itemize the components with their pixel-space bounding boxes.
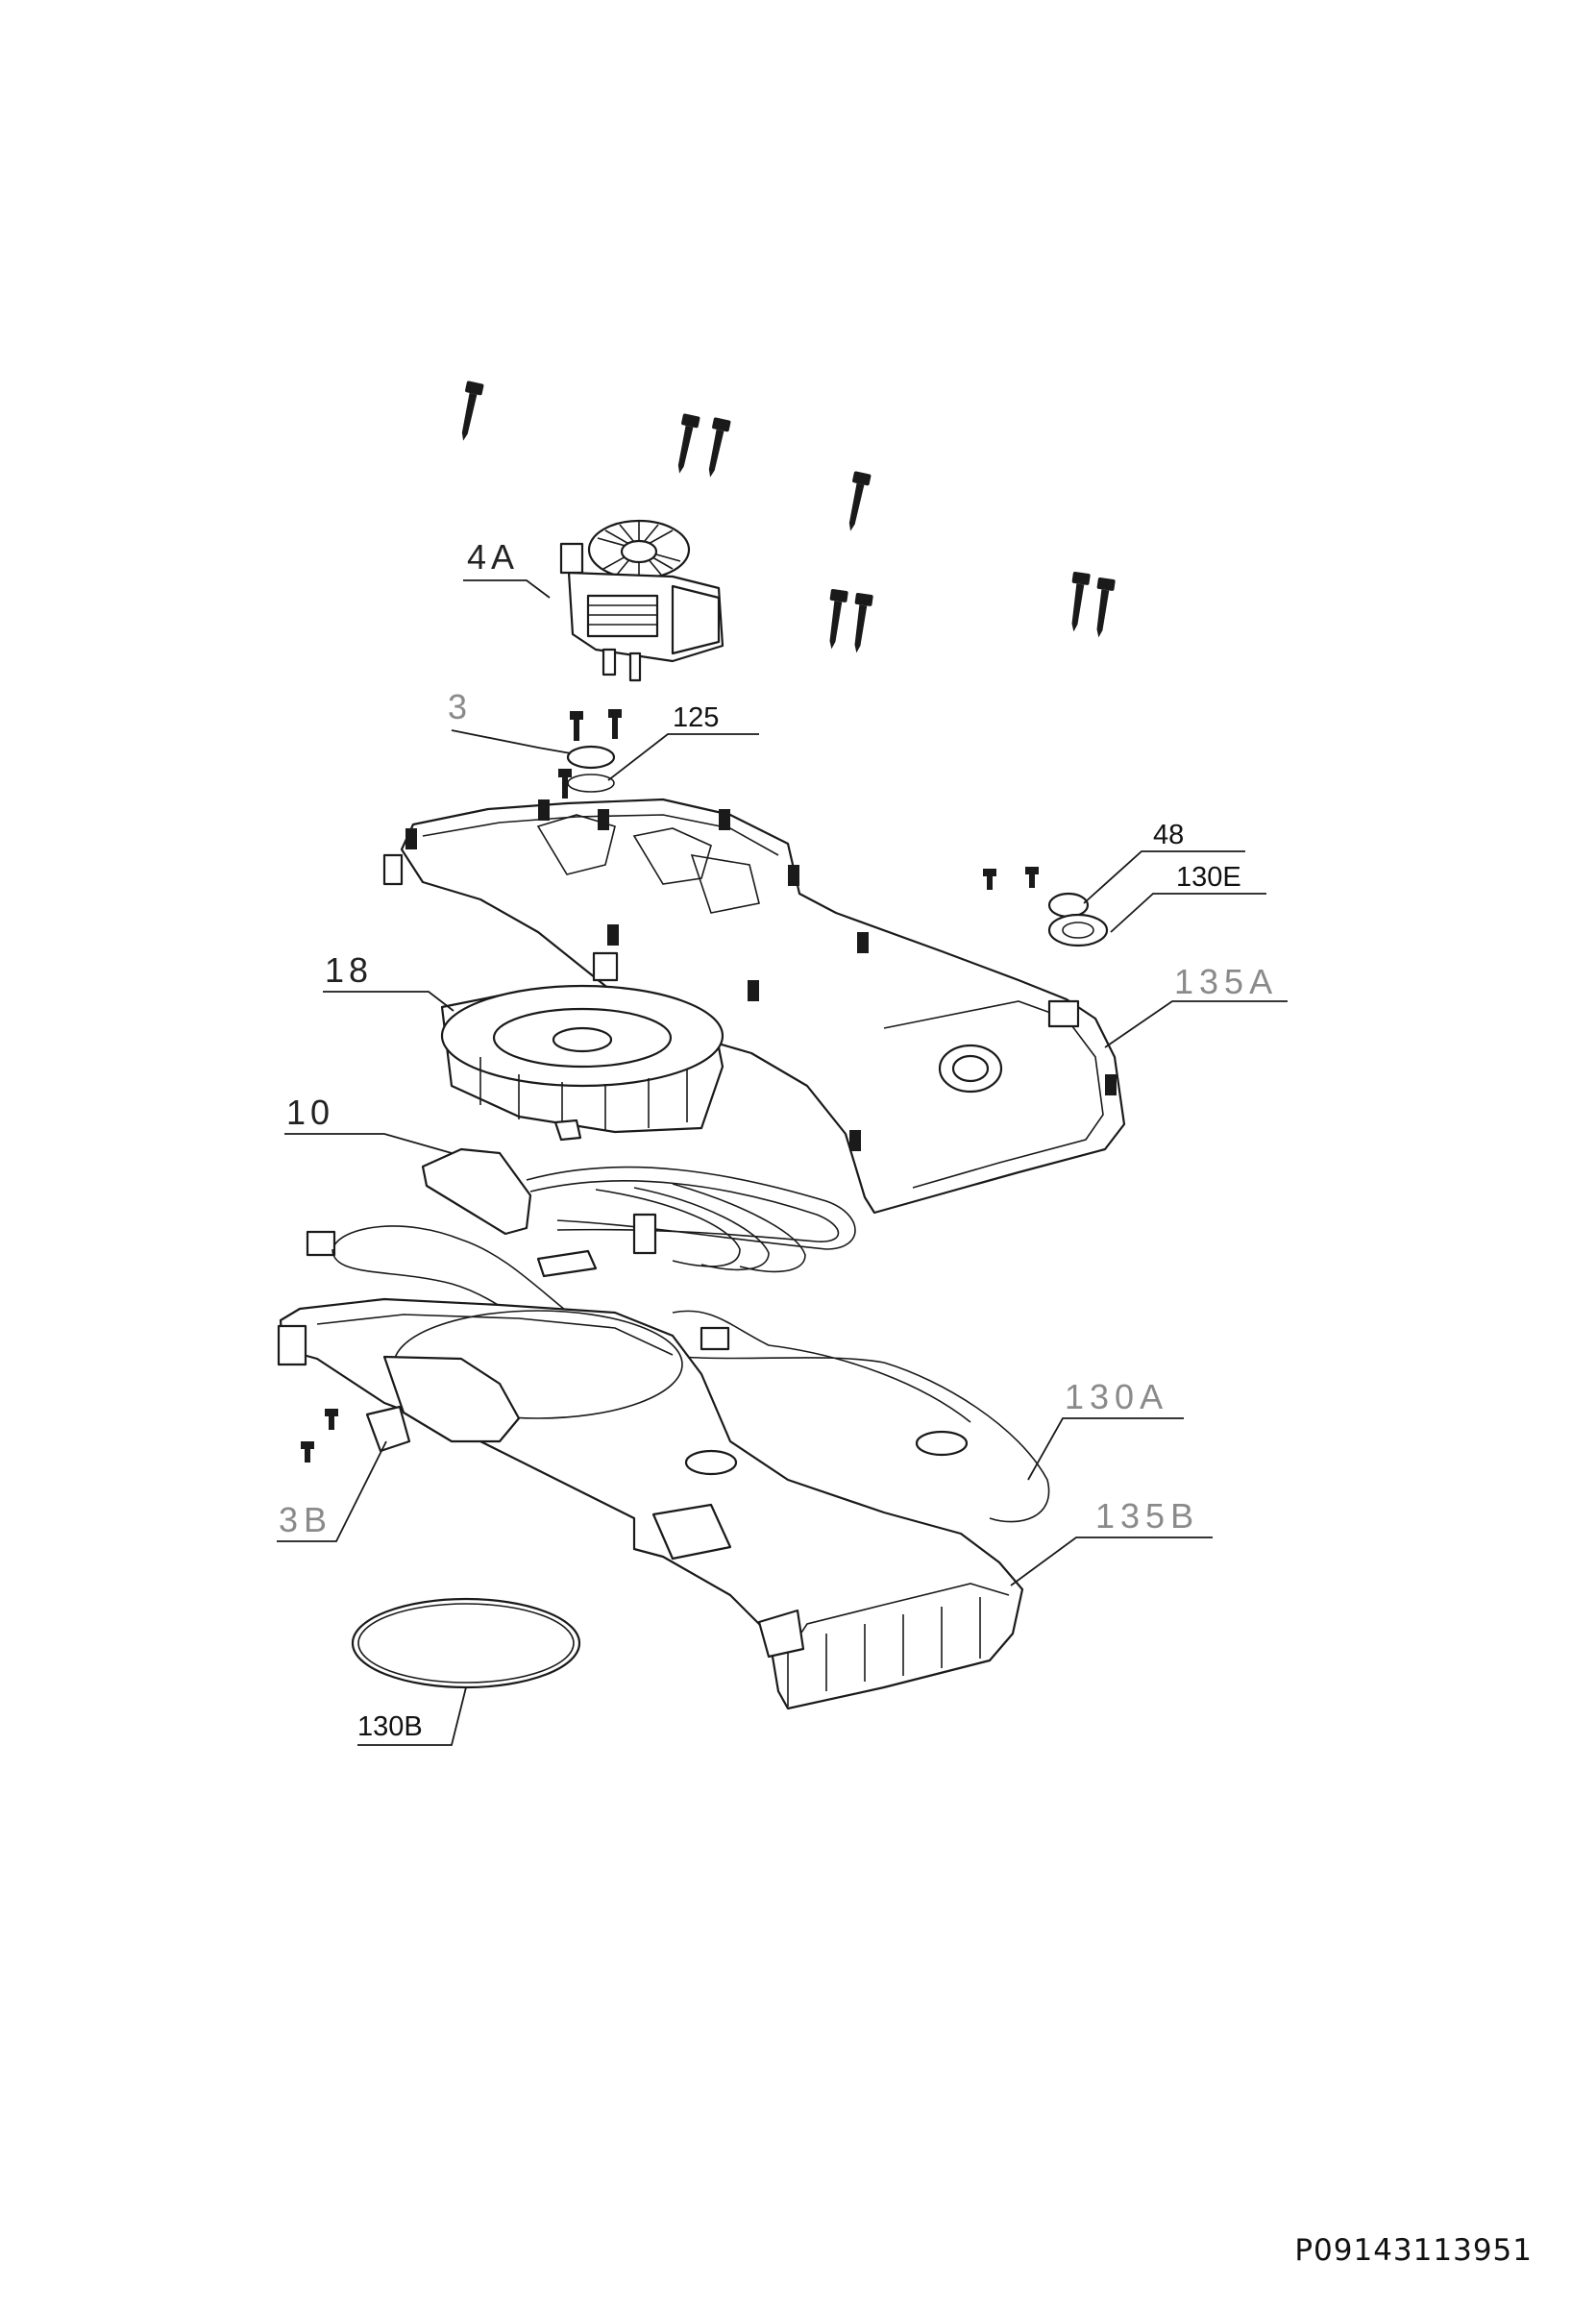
callout-130a: 130A	[1065, 1377, 1168, 1416]
lower-housing-135b	[277, 1297, 1024, 1710]
callout-3: 3	[448, 687, 473, 726]
callout-10: 10	[286, 1093, 334, 1132]
callout-labels: 4A 3 125 48 130E 135A 18 10 130A 135B 3B…	[279, 537, 1278, 1742]
part-3-and-125	[558, 709, 622, 799]
callout-130e: 130E	[1176, 862, 1241, 893]
leader-lines	[277, 579, 1288, 1746]
screw-group-top	[461, 381, 1116, 653]
callout-130b: 130B	[357, 1711, 423, 1742]
callout-135a: 135A	[1174, 962, 1278, 1001]
callout-3b: 3B	[279, 1500, 332, 1539]
callout-48: 48	[1153, 820, 1184, 850]
ring-gasket-130b	[351, 1597, 581, 1689]
connector-3b	[301, 1405, 411, 1463]
callout-18: 18	[325, 950, 373, 990]
motor-4a	[559, 519, 724, 682]
callout-125: 125	[673, 702, 719, 733]
callout-4a: 4A	[467, 537, 519, 577]
heater-element-10	[306, 1147, 856, 1351]
part-48-130e	[983, 867, 1109, 947]
fan-impeller-18	[440, 984, 724, 1142]
callout-135b: 135B	[1095, 1496, 1199, 1536]
drawing-code: P09143113951	[1294, 2233, 1533, 2268]
